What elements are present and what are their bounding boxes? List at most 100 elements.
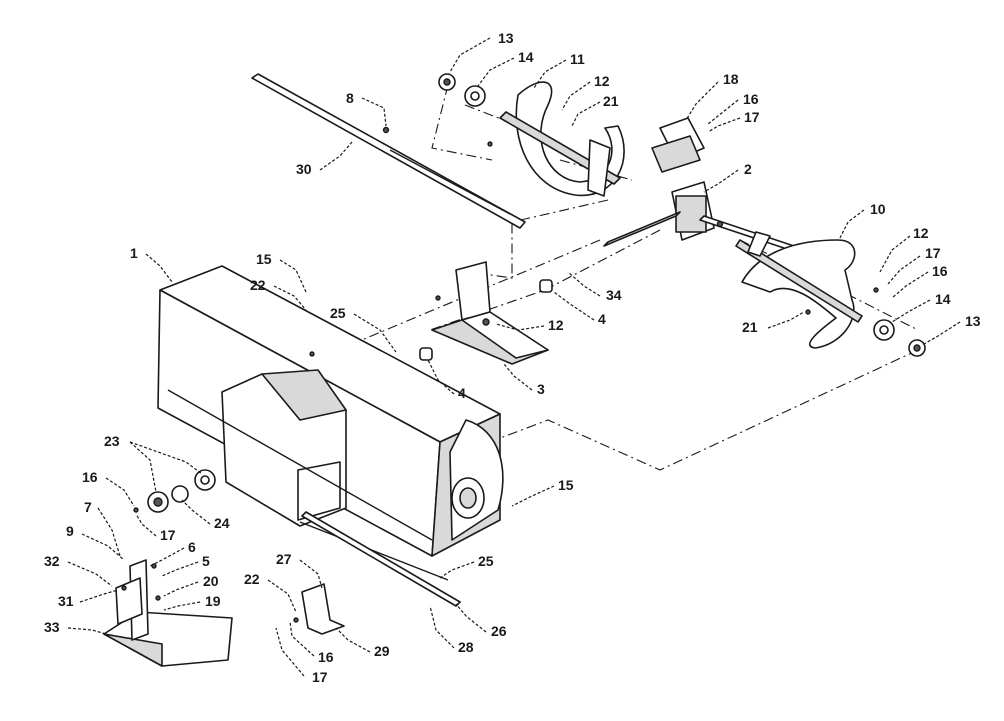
callout-16-top: 16 bbox=[707, 91, 759, 125]
callout-6: 6 bbox=[149, 539, 196, 567]
svg-text:12: 12 bbox=[913, 225, 929, 241]
support-plate bbox=[293, 583, 345, 635]
svg-text:23: 23 bbox=[104, 433, 120, 449]
svg-text:21: 21 bbox=[603, 93, 619, 109]
callout-1: 1 bbox=[130, 245, 173, 283]
svg-text:17: 17 bbox=[160, 527, 176, 543]
callout-34: 34 bbox=[567, 271, 622, 303]
svg-text:25: 25 bbox=[478, 553, 494, 569]
svg-text:8: 8 bbox=[346, 90, 354, 106]
callout-11: 11 bbox=[533, 51, 585, 89]
svg-text:16: 16 bbox=[318, 649, 334, 665]
drive-parts-left bbox=[133, 469, 216, 513]
svg-text:21: 21 bbox=[742, 319, 758, 335]
callout-13-right: 13 bbox=[923, 313, 981, 345]
callout-8: 8 bbox=[346, 90, 387, 127]
callout-32: 32 bbox=[44, 553, 113, 587]
center-support bbox=[419, 261, 553, 365]
callout-2: 2 bbox=[703, 161, 752, 193]
callout-12-right: 12 bbox=[879, 225, 929, 273]
left-auger bbox=[438, 73, 625, 197]
svg-text:17: 17 bbox=[744, 109, 760, 125]
svg-text:10: 10 bbox=[870, 201, 886, 217]
svg-text:13: 13 bbox=[965, 313, 981, 329]
svg-text:5: 5 bbox=[202, 553, 210, 569]
callout-15-top: 15 bbox=[256, 251, 307, 293]
svg-text:20: 20 bbox=[203, 573, 219, 589]
svg-text:14: 14 bbox=[518, 49, 534, 65]
callout-16-bottom: 16 bbox=[289, 621, 334, 665]
svg-text:9: 9 bbox=[66, 523, 74, 539]
svg-text:15: 15 bbox=[558, 477, 574, 493]
svg-text:7: 7 bbox=[84, 499, 92, 515]
svg-text:2: 2 bbox=[744, 161, 752, 177]
svg-text:6: 6 bbox=[188, 539, 196, 555]
callout-28: 28 bbox=[429, 605, 474, 655]
svg-text:33: 33 bbox=[44, 619, 60, 635]
svg-text:25: 25 bbox=[330, 305, 346, 321]
callout-18: 18 bbox=[685, 71, 739, 121]
callout-5: 5 bbox=[161, 553, 210, 577]
svg-text:17: 17 bbox=[312, 669, 328, 685]
right-auger bbox=[735, 231, 926, 357]
callout-29: 29 bbox=[335, 627, 390, 659]
svg-text:31: 31 bbox=[58, 593, 74, 609]
svg-text:26: 26 bbox=[491, 623, 507, 639]
callout-23: 23 bbox=[104, 433, 203, 493]
callout-17-top: 17 bbox=[707, 109, 760, 133]
svg-text:4: 4 bbox=[598, 311, 606, 327]
callout-10: 10 bbox=[839, 201, 886, 239]
svg-text:28: 28 bbox=[458, 639, 474, 655]
callout-16-left: 16 bbox=[82, 469, 135, 507]
svg-text:14: 14 bbox=[935, 291, 951, 307]
callout-3: 3 bbox=[503, 363, 545, 397]
svg-text:32: 32 bbox=[44, 553, 60, 569]
callout-33: 33 bbox=[44, 619, 107, 635]
svg-text:22: 22 bbox=[244, 571, 260, 587]
callout-22-bottom: 22 bbox=[244, 571, 297, 613]
svg-text:34: 34 bbox=[606, 287, 622, 303]
main-housing bbox=[157, 265, 504, 581]
callout-4-left: 4 bbox=[427, 359, 466, 401]
callout-31: 31 bbox=[58, 589, 119, 609]
callout-19: 19 bbox=[163, 593, 221, 611]
callout-12-center: 12 bbox=[495, 317, 564, 333]
svg-text:18: 18 bbox=[723, 71, 739, 87]
svg-text:12: 12 bbox=[548, 317, 564, 333]
svg-text:11: 11 bbox=[570, 51, 585, 67]
callout-16-right: 16 bbox=[891, 263, 948, 299]
svg-text:22: 22 bbox=[250, 277, 266, 293]
bracket-assembly bbox=[103, 559, 233, 667]
svg-text:24: 24 bbox=[214, 515, 230, 531]
svg-text:3: 3 bbox=[537, 381, 545, 397]
callout-21-top: 21 bbox=[571, 93, 619, 127]
callout-22-top: 22 bbox=[250, 277, 307, 311]
svg-text:17: 17 bbox=[925, 245, 941, 261]
svg-text:16: 16 bbox=[932, 263, 948, 279]
svg-text:16: 16 bbox=[82, 469, 98, 485]
callout-7: 7 bbox=[84, 499, 121, 557]
callout-30: 30 bbox=[296, 141, 353, 177]
svg-text:29: 29 bbox=[374, 643, 390, 659]
svg-text:16: 16 bbox=[743, 91, 759, 107]
callout-12-top: 12 bbox=[561, 73, 610, 111]
callout-25-bottom: 25 bbox=[439, 553, 494, 579]
callout-14-right: 14 bbox=[891, 291, 951, 323]
svg-text:13: 13 bbox=[498, 30, 514, 46]
callout-15-bottom: 15 bbox=[511, 477, 574, 507]
callout-27: 27 bbox=[276, 551, 323, 589]
svg-text:4: 4 bbox=[458, 385, 466, 401]
callout-24: 24 bbox=[181, 499, 230, 531]
scraper-bar bbox=[301, 511, 461, 607]
callout-4-right: 4 bbox=[553, 291, 606, 327]
callout-17-right: 17 bbox=[887, 245, 941, 285]
svg-text:19: 19 bbox=[205, 593, 221, 609]
svg-text:30: 30 bbox=[296, 161, 312, 177]
callout-13-top: 13 bbox=[449, 30, 514, 73]
callout-21-right: 21 bbox=[742, 311, 805, 335]
callout-9: 9 bbox=[66, 523, 125, 561]
callout-26: 26 bbox=[455, 603, 507, 639]
callout-20: 20 bbox=[163, 573, 219, 597]
callout-17-left: 17 bbox=[135, 513, 176, 543]
